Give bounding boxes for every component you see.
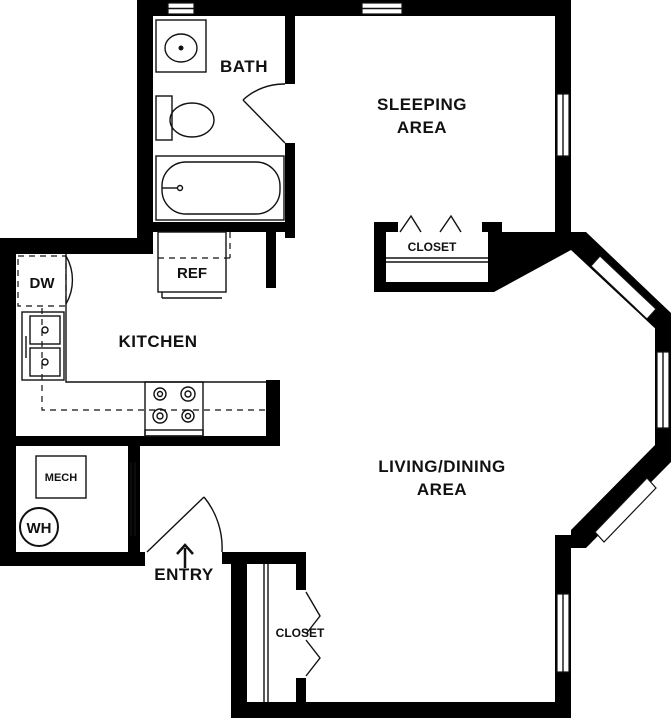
living-label-line1: LIVING/DINING — [378, 457, 505, 476]
dishwasher — [17, 255, 67, 307]
bathroom: BATH — [155, 19, 286, 221]
window-bay-upper — [590, 255, 657, 320]
wall-mech-right — [128, 446, 140, 566]
closet-upper: CLOSET — [386, 214, 488, 263]
wall-bottom-left — [0, 552, 145, 566]
mech-label: MECH — [45, 472, 77, 484]
wall-lower-left — [231, 552, 247, 718]
window-bay-lower — [594, 477, 657, 543]
closet-lower-door-top — [305, 591, 321, 635]
toilet-tank — [155, 95, 173, 141]
wall-fridge-stub — [266, 232, 276, 288]
wall-bath-bottom — [137, 222, 295, 232]
counter-edge — [65, 254, 266, 383]
sink-basin-1 — [29, 315, 61, 345]
closet-lower: CLOSET — [263, 564, 325, 702]
mechanical-room: MECH WH — [19, 455, 136, 547]
double-sink — [21, 311, 65, 381]
sleeping-label-line2: AREA — [397, 118, 447, 137]
sleeping-label-line1: SLEEPING — [377, 95, 467, 114]
wall-kitchen-bottom — [0, 436, 280, 446]
bath-door — [242, 99, 286, 144]
bathtub-basin — [161, 161, 281, 215]
closet-lower-door-bottom — [305, 639, 321, 677]
mech-unit — [35, 455, 87, 499]
wall-bath-partition-lower — [285, 143, 295, 238]
living-label-line2: AREA — [417, 480, 467, 499]
burner-icon — [152, 386, 196, 424]
wall-closet-upper-wedge — [488, 232, 571, 292]
upper-cabinets — [41, 308, 270, 411]
wh-label: WH — [27, 520, 52, 537]
arrow-up-icon — [176, 543, 194, 568]
closet-door-right — [439, 214, 462, 233]
water-heater-icon — [19, 507, 59, 547]
sink-basin-2 — [29, 347, 61, 377]
wall-closet-upper-bottom — [374, 282, 494, 292]
windows — [167, 2, 670, 673]
vanity — [155, 19, 207, 73]
entry: ENTRY — [146, 496, 223, 584]
bath-label: BATH — [220, 57, 268, 76]
sleeping-area: SLEEPING AREA — [377, 95, 467, 137]
sink-icon — [164, 33, 198, 63]
bathtub — [155, 155, 285, 221]
wall-bay-lower — [571, 440, 671, 548]
entry-door — [146, 496, 205, 553]
refrigerator — [157, 231, 227, 293]
ref-label: REF — [177, 265, 207, 282]
wall-kitchen-stub — [266, 380, 280, 446]
bath-door-swing — [242, 83, 286, 101]
wall-left — [0, 238, 16, 566]
closet-door-left — [399, 214, 422, 233]
entry-label: ENTRY — [154, 565, 214, 584]
toilet-icon — [169, 102, 215, 138]
wall-bath-left — [137, 0, 153, 242]
wall-closet-partition-lower — [296, 678, 306, 702]
closet-upper-label: CLOSET — [408, 240, 457, 254]
wall-top — [137, 0, 569, 16]
wall-closet-upper-topleft — [374, 222, 398, 232]
wall-closet-upper-left — [374, 222, 386, 292]
wall-closet-partition-upper — [296, 552, 306, 590]
wall-kitchen-top — [0, 238, 153, 254]
wall-bottom — [231, 702, 571, 718]
dw-label: DW — [30, 275, 56, 292]
wall-closet-upper-topright — [482, 222, 502, 232]
wall-bath-partition-upper — [285, 16, 295, 84]
kitchen: REF DW KITCHEN — [17, 231, 270, 437]
living-dining-area: LIVING/DINING AREA — [378, 457, 505, 499]
closet-lower-label: CLOSET — [276, 626, 325, 640]
dishwasher-swing — [65, 255, 74, 305]
entry-door-swing — [203, 496, 223, 553]
kitchen-label: KITCHEN — [118, 332, 197, 351]
